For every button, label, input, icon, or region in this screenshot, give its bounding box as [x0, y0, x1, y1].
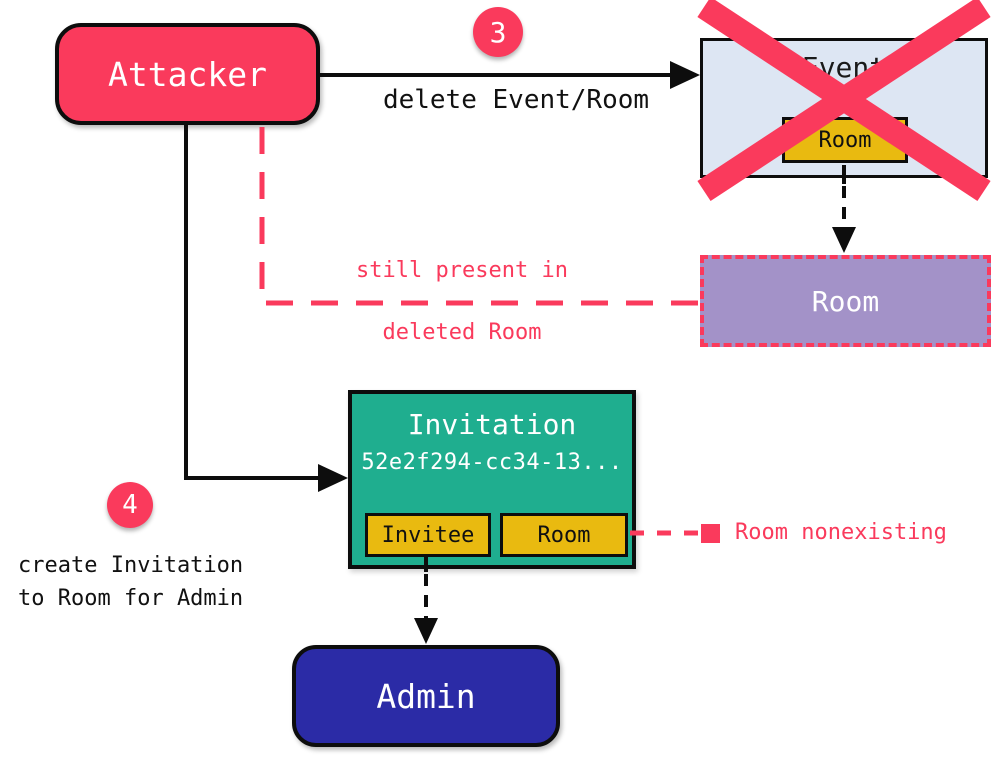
step-4-edge-label-line2: to Room for Admin — [18, 586, 244, 611]
invitation-id: 52e2f294-cc34-13... — [361, 450, 623, 475]
invitation-node: Invitation 52e2f294-cc34-13... Invitee R… — [348, 390, 636, 569]
step-4-badge-number: 4 — [122, 490, 138, 520]
invitation-room-field: Room — [500, 513, 628, 557]
event-room-field: Room — [782, 117, 908, 163]
step-4-edge-label-line1: create Invitation — [18, 553, 244, 578]
admin-node: Admin — [292, 645, 560, 747]
event-node: Event Room — [700, 38, 988, 178]
nonexisting-marker-icon — [701, 524, 720, 543]
deleted-room-node: Room — [700, 255, 991, 347]
step-4-badge: 4 — [107, 482, 153, 528]
attacker-node: Attacker — [55, 23, 320, 125]
invitation-invitee-field-label: Invitee — [381, 522, 475, 548]
step-3-badge-number: 3 — [489, 15, 507, 49]
still-present-annotation-line1: still present in — [356, 258, 568, 283]
room-nonexisting-annotation: Room nonexisting — [735, 520, 947, 545]
step-4-edge-label: create Invitation to Room for Admin — [18, 549, 243, 615]
still-present-annotation-line2: deleted Room — [382, 320, 542, 345]
invitation-invitee-field: Invitee — [365, 513, 491, 557]
invitation-room-field-label: Room — [537, 522, 591, 548]
event-room-field-label: Room — [818, 127, 872, 153]
arrow-event-room-to-deleted-room — [832, 165, 856, 253]
dashed-link-room-nonexisting — [630, 524, 720, 543]
event-label: Event — [801, 51, 887, 84]
arrow-attacker-to-invitation — [184, 125, 348, 492]
step-3-badge: 3 — [473, 7, 523, 57]
step-3-edge-label: delete Event/Room — [382, 85, 650, 115]
admin-label: Admin — [376, 676, 476, 716]
invitation-label: Invitation — [407, 408, 577, 441]
deleted-room-label: Room — [811, 284, 880, 318]
arrow-invitee-to-admin — [414, 556, 438, 644]
attacker-label: Attacker — [108, 54, 267, 94]
